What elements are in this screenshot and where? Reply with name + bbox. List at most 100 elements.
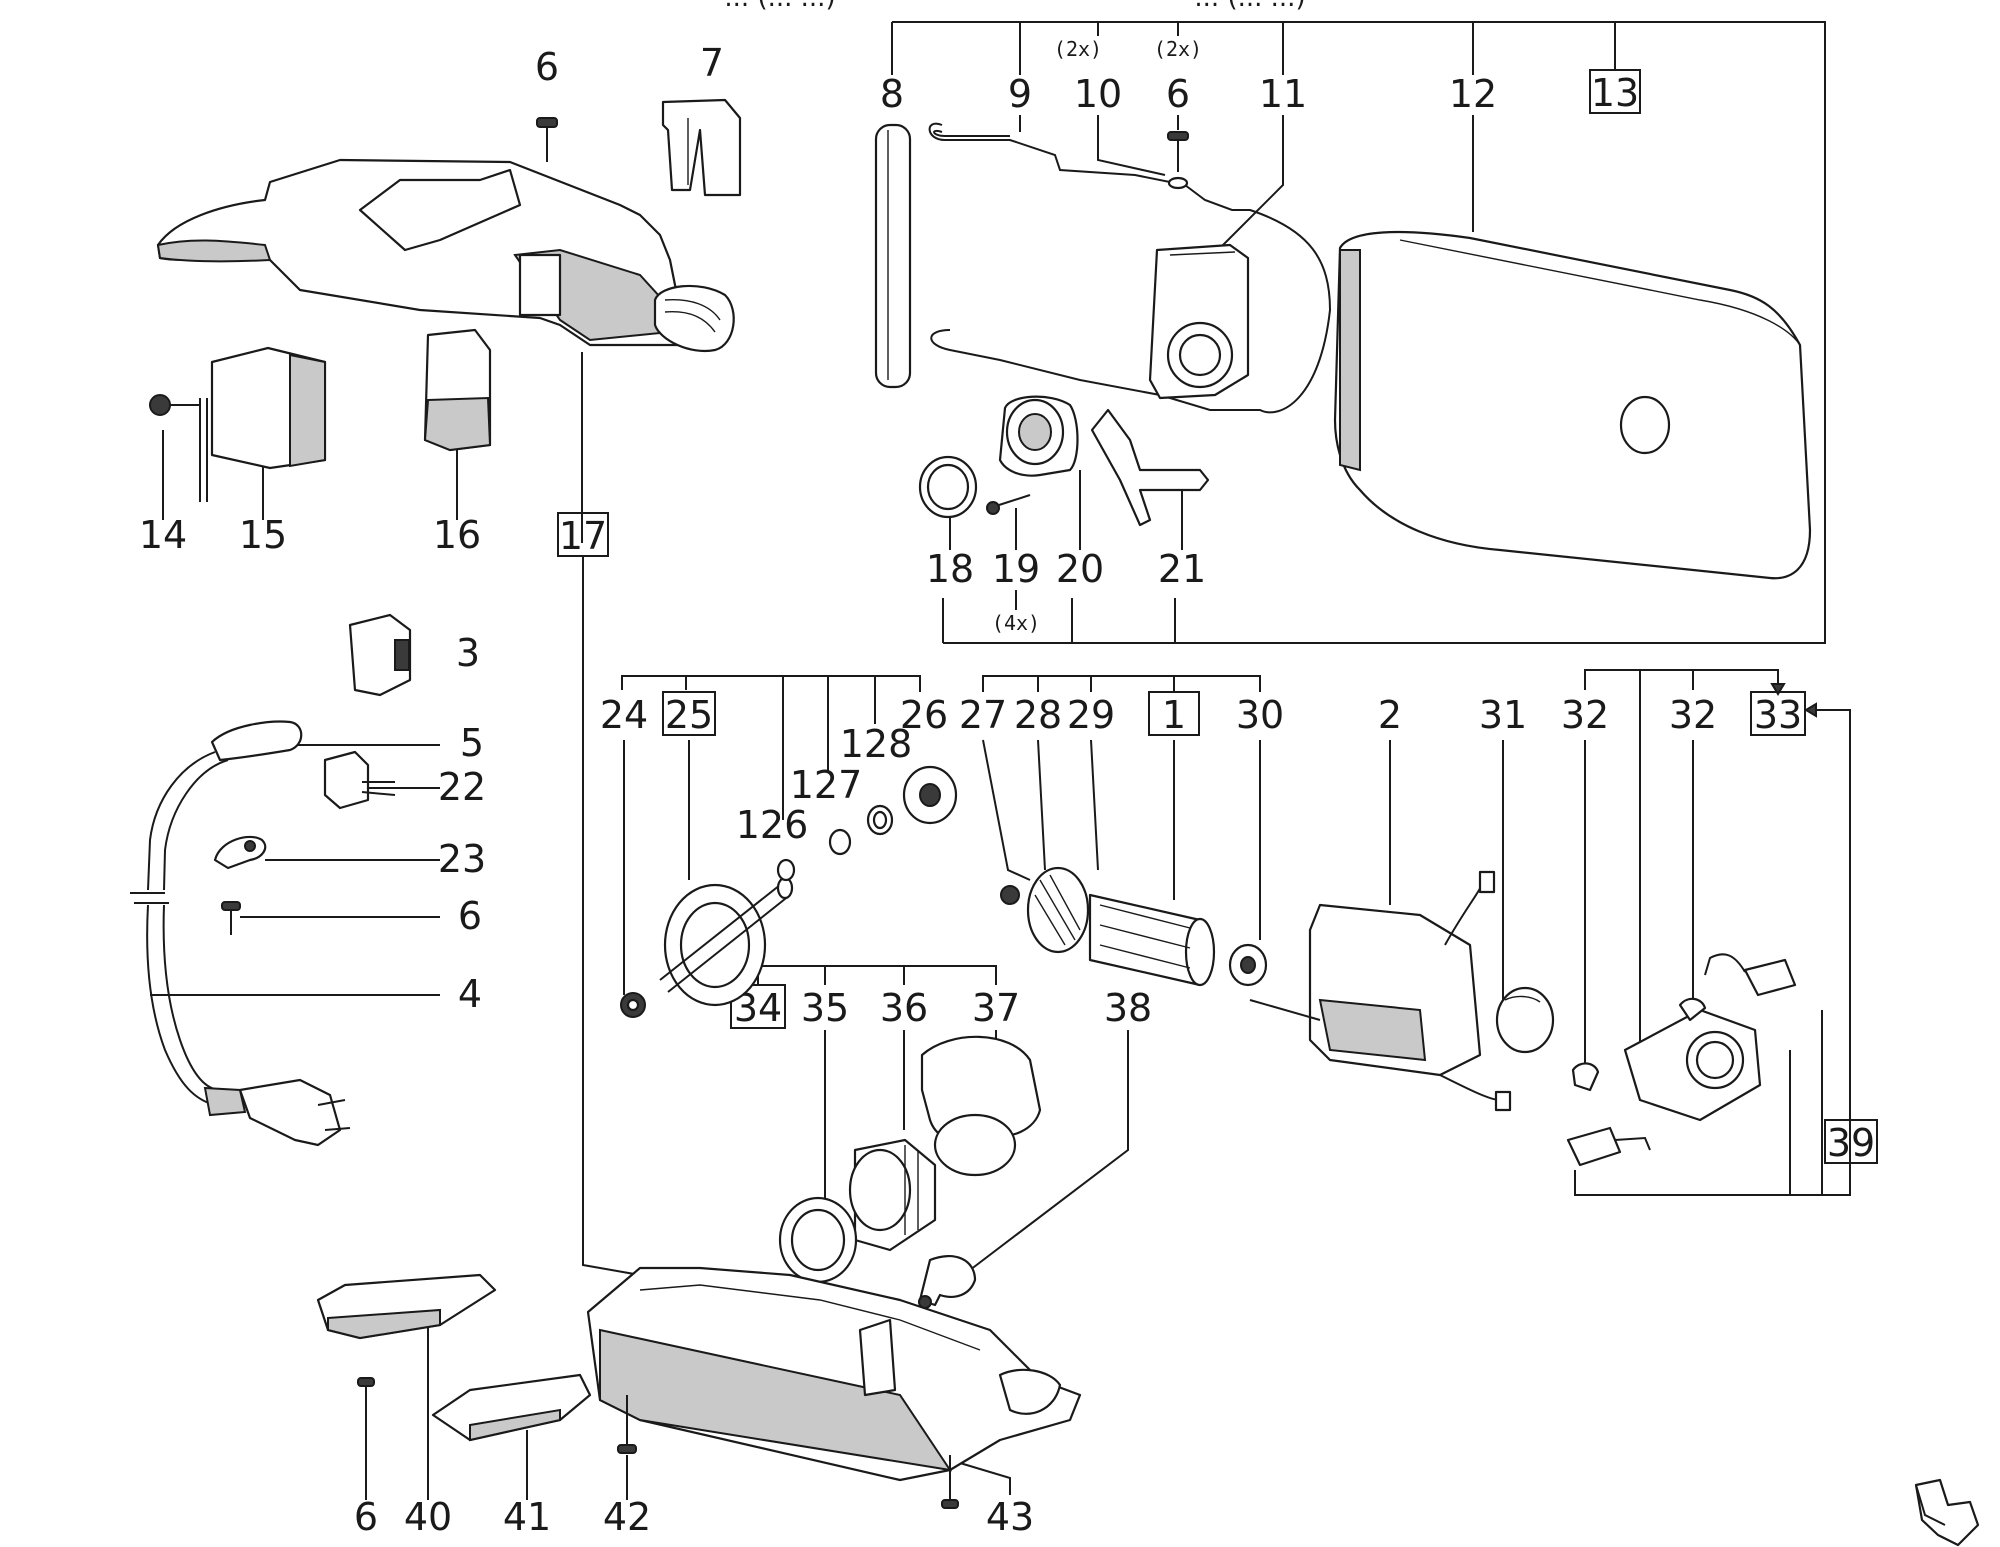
plate-41: [431, 1373, 592, 1442]
label-28: 28: [1014, 693, 1062, 737]
box-1: [1148, 691, 1200, 736]
label-13: 13: [1591, 71, 1639, 115]
ring-127: [828, 828, 852, 856]
carbon-brushes-39: [1566, 953, 1797, 1167]
label-11: 11: [1259, 72, 1307, 116]
label-15: 15: [239, 513, 287, 557]
label-41: 41: [503, 1495, 551, 1539]
label-32-right: 32: [1669, 693, 1717, 737]
cable-clamp-23: [213, 835, 267, 870]
label-16: 16: [433, 513, 481, 557]
clip-7: [661, 98, 742, 197]
label-2: 2: [1378, 693, 1402, 737]
qty-19: (4x): [992, 611, 1040, 635]
seal-35: [778, 1196, 858, 1284]
label-20: 20: [1056, 547, 1104, 591]
box-33: [1750, 691, 1806, 736]
label-36: 36: [880, 986, 928, 1030]
base-housing-17: [586, 1266, 1082, 1482]
label-6-screw: 6: [1166, 72, 1190, 116]
label-9: 9: [1008, 72, 1032, 116]
label-33: 33: [1754, 693, 1802, 737]
elbow-37: [920, 1035, 1042, 1177]
part-labels: 6 7 8 9 (2x) 10 (2x) 6 11 12 13 14 15 16…: [139, 37, 1878, 1539]
header-right: ... (... ...): [1194, 0, 1305, 13]
label-1: 1: [1162, 693, 1186, 737]
next-page-arrow-icon: [1914, 1478, 1980, 1547]
label-18: 18: [926, 547, 974, 591]
screw-43: [941, 1455, 959, 1509]
label-29: 29: [1067, 693, 1115, 737]
box-39: [1824, 1119, 1878, 1164]
seal-18: [918, 455, 978, 519]
lever-21: [1090, 408, 1210, 527]
label-6-left: 6: [458, 894, 482, 938]
brush-holder-33: [1571, 997, 1762, 1122]
box-34: [730, 984, 786, 1029]
screw-6-left: [221, 901, 241, 935]
handle-housing: [156, 158, 735, 353]
label-126: 126: [736, 803, 809, 847]
box-13: [1589, 69, 1641, 114]
label-21: 21: [1158, 547, 1206, 591]
switch-3: [348, 613, 412, 697]
screw-42: [617, 1395, 637, 1454]
leader-lines: [150, 115, 1694, 1500]
screw-14: [149, 394, 200, 416]
label-12: 12: [1449, 72, 1497, 116]
label-24: 24: [600, 693, 648, 737]
power-cable-4: [130, 720, 351, 1147]
end-cap-31: [1495, 986, 1555, 1054]
label-26: 26: [900, 693, 948, 737]
tube-8: [874, 123, 912, 389]
group-bracket-34: [757, 965, 997, 985]
group-bracket-1: [982, 675, 1261, 692]
plug-38: [918, 1255, 977, 1309]
header-left: ... (... ...): [724, 0, 835, 13]
group-bracket-25: [621, 675, 921, 820]
bracket-40: [316, 1273, 497, 1340]
label-37: 37: [972, 986, 1020, 1030]
qty-6: (2x): [1154, 37, 1202, 61]
group-bracket-13: [891, 21, 1826, 644]
dust-bag-12: [1333, 230, 1812, 580]
label-32-left: 32: [1561, 693, 1609, 737]
armature-1: [1000, 866, 1268, 987]
label-40: 40: [404, 1495, 452, 1539]
label-128: 128: [840, 722, 913, 766]
label-5: 5: [460, 721, 484, 765]
ring-126: [776, 858, 796, 882]
label-19: 19: [992, 547, 1040, 591]
screw-6-bail: [1167, 131, 1189, 190]
label-42: 42: [603, 1495, 651, 1539]
box-25: [662, 691, 716, 736]
label-4: 4: [458, 972, 482, 1016]
nut-24: [620, 992, 646, 1018]
capacitor-22: [323, 750, 396, 810]
label-31: 31: [1479, 693, 1527, 737]
group-bracket-33: [1574, 669, 1851, 1196]
label-3: 3: [456, 631, 480, 675]
label-22: 22: [438, 765, 486, 809]
label-6-bottom: 6: [354, 1495, 378, 1539]
label-6-top: 6: [535, 45, 559, 89]
bearing-26: [902, 765, 958, 825]
stator-2: [1249, 870, 1512, 1112]
label-10: 10: [1074, 72, 1122, 116]
adapter-36: [848, 1138, 937, 1252]
label-27: 27: [959, 693, 1007, 737]
clip-16: [423, 328, 492, 452]
bevel-gear-25: [659, 876, 794, 1007]
label-43: 43: [986, 1495, 1034, 1539]
label-7: 7: [700, 41, 724, 85]
screw-19: [986, 494, 1031, 515]
label-14: 14: [139, 513, 187, 557]
label-8: 8: [880, 72, 904, 116]
label-127: 127: [790, 763, 863, 807]
screw-6-bottom: [357, 1377, 375, 1402]
screw-6-top: [536, 117, 558, 162]
label-25: 25: [665, 693, 713, 737]
wire-bail-9: [928, 122, 1332, 414]
bracket-15: [199, 346, 327, 502]
